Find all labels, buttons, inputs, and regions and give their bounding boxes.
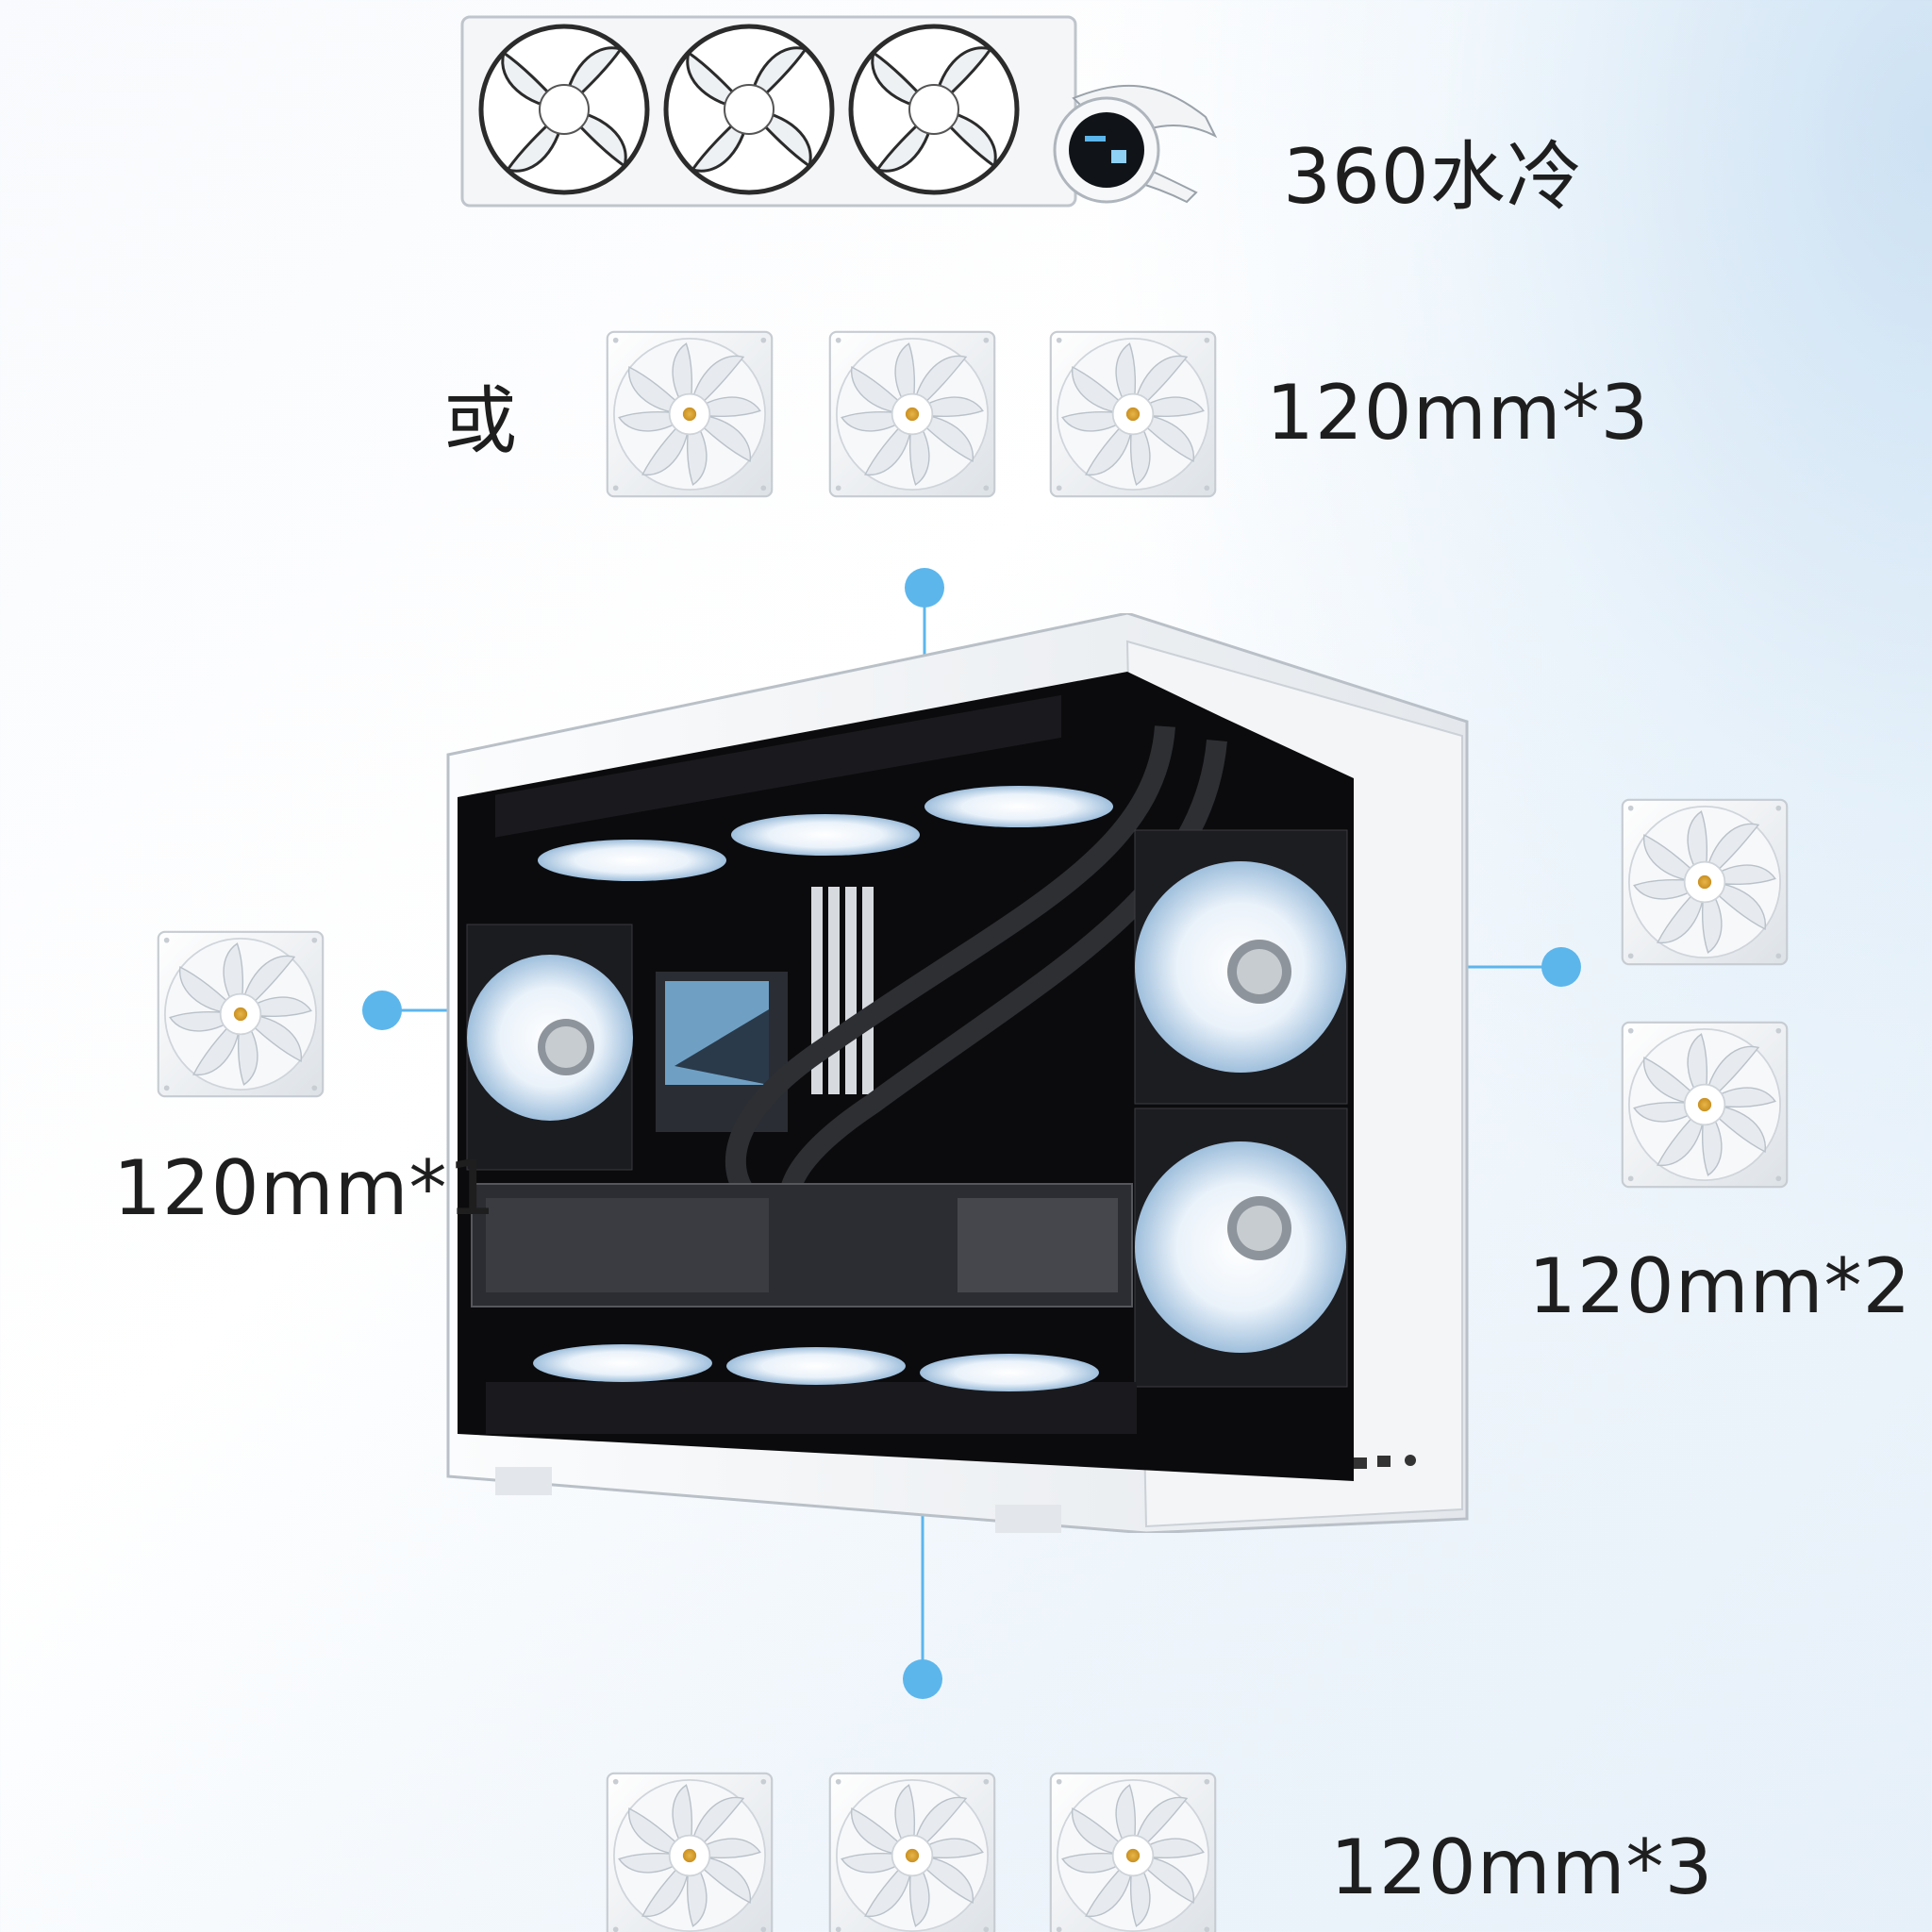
cooler-label: 360水冷	[1283, 133, 1583, 221]
fan-icon	[606, 1772, 774, 1932]
left-fans-label: 120mm*1	[113, 1144, 497, 1232]
fan-icon	[157, 930, 325, 1098]
or-label: 或	[443, 379, 519, 464]
fan-icon	[1621, 798, 1789, 966]
connector-dot-icon	[362, 991, 402, 1030]
fan-icon	[1621, 1021, 1789, 1189]
connector-dot-icon	[903, 1659, 942, 1699]
right-fans-label: 120mm*2	[1528, 1242, 1912, 1330]
fan-icon	[1049, 1772, 1217, 1932]
pc-case-icon	[429, 613, 1476, 1533]
fan-icon	[828, 330, 996, 498]
fan-icon	[828, 1772, 996, 1932]
top-fans-label: 120mm*3	[1266, 369, 1650, 457]
radiator-icon	[460, 13, 1234, 209]
connector-dot-icon	[905, 568, 944, 608]
fan-icon	[1049, 330, 1217, 498]
fan-icon	[606, 330, 774, 498]
bottom-fans-label: 120mm*3	[1330, 1824, 1714, 1911]
